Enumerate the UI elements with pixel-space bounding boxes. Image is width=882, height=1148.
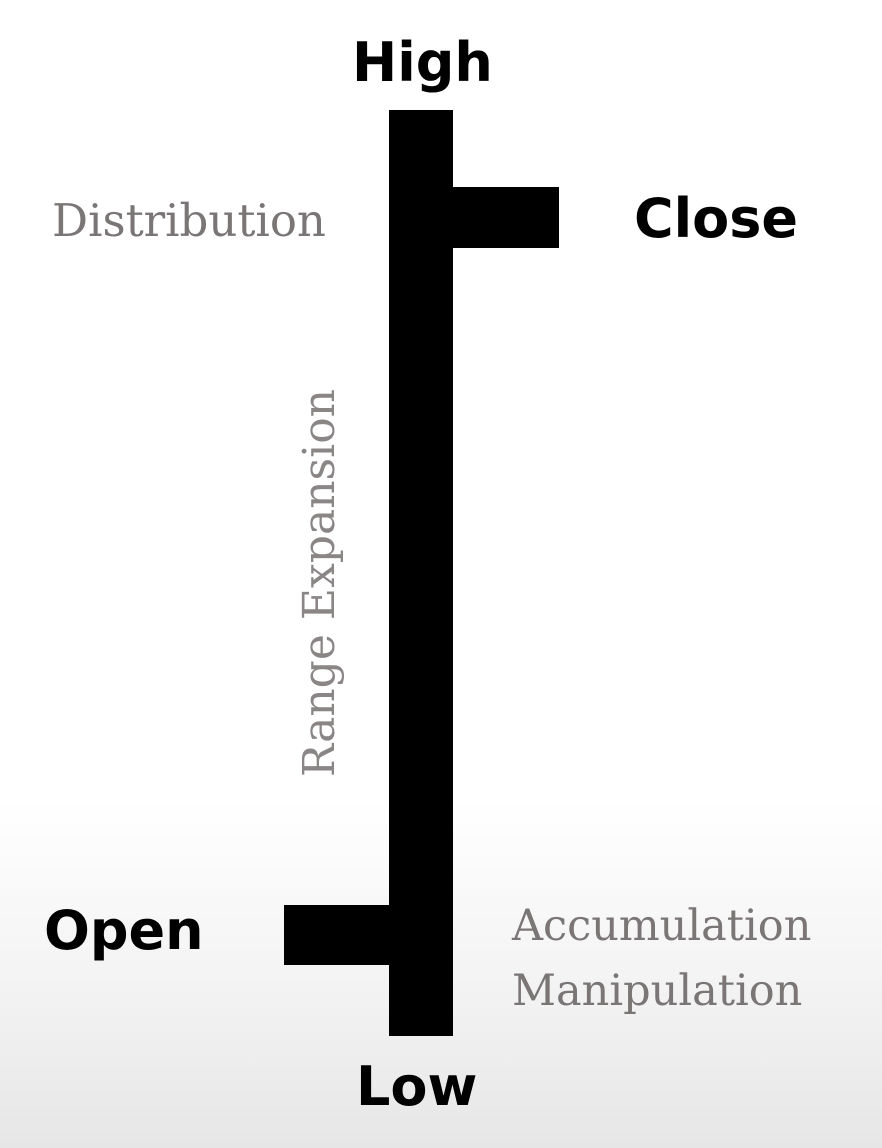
open-tick xyxy=(284,905,389,965)
range-expansion-label: Range Expansion xyxy=(294,388,345,778)
high-label: High xyxy=(352,31,493,94)
close-label: Close xyxy=(634,187,799,250)
accumulation-label: Accumulation xyxy=(512,901,812,951)
close-tick xyxy=(453,187,559,248)
open-label: Open xyxy=(44,899,204,962)
distribution-label: Distribution xyxy=(52,194,326,247)
high-low-wick xyxy=(389,110,453,1036)
low-label: Low xyxy=(356,1055,478,1118)
manipulation-label: Manipulation xyxy=(512,966,803,1016)
